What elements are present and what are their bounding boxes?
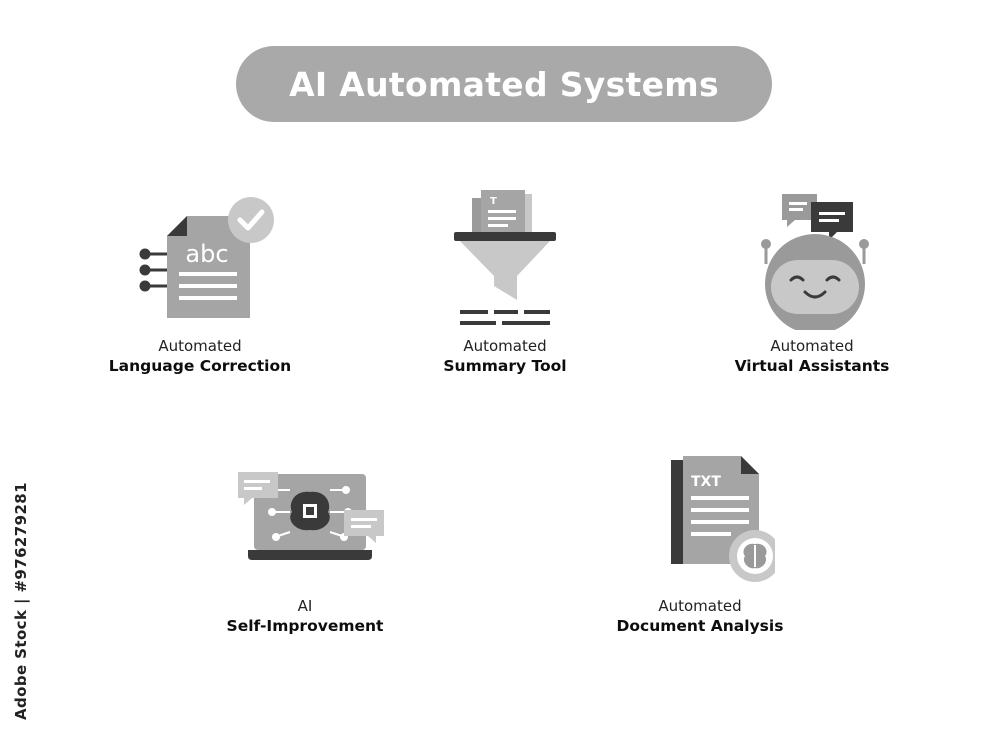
robot-chat-icon <box>761 194 869 330</box>
txt-document-brain-icon: TXT <box>671 456 775 582</box>
feature-summary-tool: T Automated Summary Tool <box>355 190 655 376</box>
feature-document-analysis: TXT Automated Document Analysis <box>550 450 850 636</box>
page-title: AI Automated Systems <box>289 64 719 104</box>
abc-document-check-icon: abc <box>139 197 274 318</box>
title-banner: AI Automated Systems <box>236 46 772 122</box>
item-line2: Self-Improvement <box>226 617 384 635</box>
item-line1: Automated <box>770 337 854 355</box>
item-line2: Document Analysis <box>616 617 784 635</box>
feature-self-improvement: AI Self-Improvement <box>155 460 455 636</box>
stock-watermark: Adobe Stock | #976279281 <box>12 482 30 720</box>
item-line1: AI <box>297 597 313 615</box>
laptop-brain-chip-icon <box>238 472 384 560</box>
svg-text:abc: abc <box>185 240 228 268</box>
svg-text:T: T <box>490 196 497 207</box>
item-line2: Virtual Assistants <box>734 357 890 375</box>
item-line2: Language Correction <box>108 357 292 375</box>
item-line1: Automated <box>463 337 547 355</box>
svg-text:TXT: TXT <box>691 474 721 490</box>
feature-virtual-assistants: Automated Virtual Assistants <box>662 190 962 376</box>
item-line2: Summary Tool <box>443 357 567 375</box>
item-line1: Automated <box>158 337 242 355</box>
document-funnel-icon: T <box>454 190 556 325</box>
item-line1: Automated <box>658 597 742 615</box>
feature-language-correction: abc Automated Language Correction <box>50 190 350 376</box>
